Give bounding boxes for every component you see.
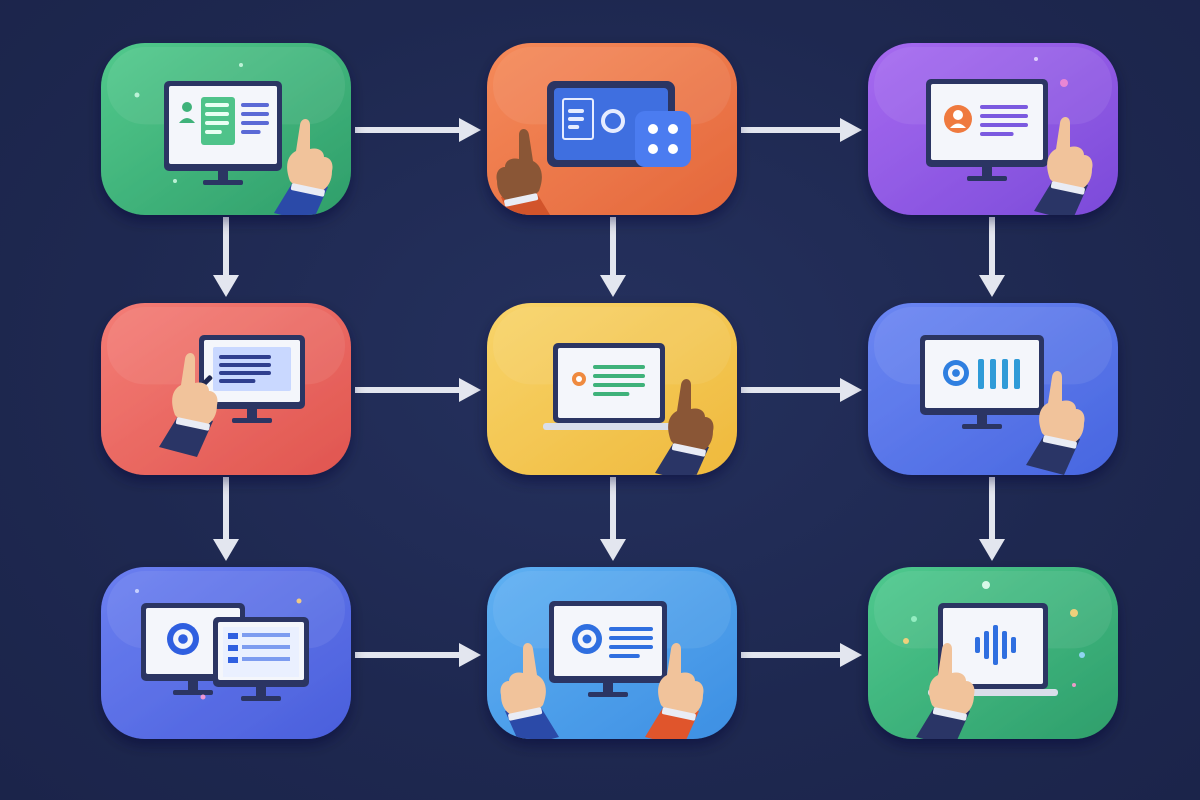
node-illustration [543,343,714,475]
target-icon [167,623,199,655]
arrow-step-4-to-step-7 [213,477,239,561]
pointing-hand-icon [916,643,975,739]
audio-wave-icon [975,625,1016,665]
pointing-hand-icon [1034,117,1093,215]
arrow-step-5-to-step-6 [741,378,862,402]
app-grid-icon [635,111,691,167]
pointing-hand-icon [1026,371,1085,475]
node-illustration [926,57,1093,215]
process-node-step-7 [101,567,351,739]
holding-hand-icon [496,129,555,215]
process-node-step-6 [868,303,1118,475]
node-illustration [500,601,704,739]
pointing-hand-icon [655,379,714,475]
profile-form-icon [179,97,269,145]
process-node-step-5 [487,303,737,475]
arrow-step-4-to-step-5 [355,378,481,402]
process-node-step-4 [101,303,351,475]
node-illustration [159,335,305,457]
list-content-icon [223,627,299,677]
target-content-icon [572,624,653,658]
node-illustration [496,81,691,215]
node-illustration [135,589,309,701]
writing-hand-icon [159,353,218,457]
process-node-step-9 [868,567,1118,739]
process-node-step-1 [101,43,351,215]
process-node-step-8 [487,567,737,739]
typing-left-hand-icon [500,643,559,739]
text-document-icon [213,347,291,391]
nodes-layer [101,43,1118,739]
typing-right-hand-icon [645,643,704,739]
arrow-step-5-to-step-8 [600,477,626,561]
process-node-step-3 [868,43,1118,215]
arrow-step-7-to-step-8 [355,643,481,667]
arrow-step-2-to-step-5 [600,217,626,297]
arrow-step-1-to-step-4 [213,217,239,297]
monitor-icon [549,601,667,697]
node-illustration [920,335,1085,475]
arrow-step-1-to-step-2 [355,118,481,142]
monitor-icon [926,79,1048,181]
arrow-step-3-to-step-6 [979,217,1005,297]
process-node-step-2 [487,43,737,215]
edges-layer [213,118,1005,667]
pointing-hand-icon [274,119,333,215]
arrow-step-2-to-step-3 [741,118,862,142]
form-content-icon [572,365,645,396]
user-card-icon [944,105,1028,136]
arrow-step-6-to-step-9 [979,477,1005,561]
bar-stats-icon [943,359,1020,389]
node-illustration [134,63,333,215]
arrow-step-8-to-step-9 [741,643,862,667]
node-illustration [903,581,1085,739]
